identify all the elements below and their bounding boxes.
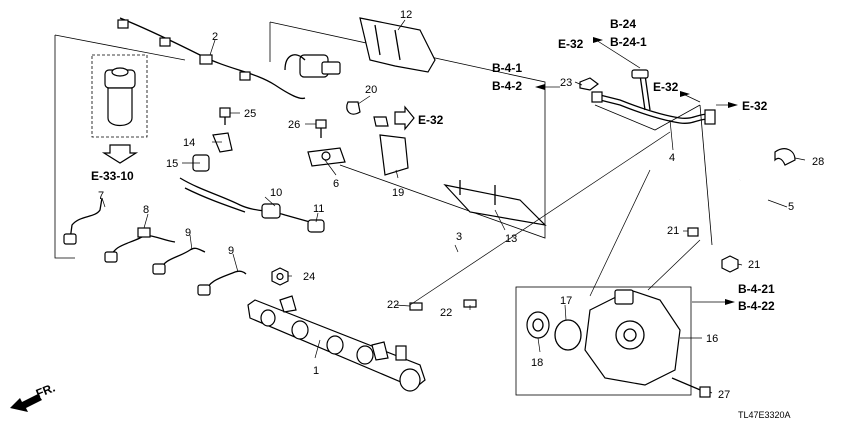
callout-1: 1 bbox=[313, 365, 319, 377]
callout-18: 18 bbox=[531, 357, 543, 369]
b4-arrow bbox=[535, 84, 545, 90]
ref-b4-2: B-4-2 bbox=[492, 79, 522, 93]
callout-28: 28 bbox=[812, 156, 824, 168]
callout-3: 3 bbox=[456, 231, 462, 243]
callout-22b: 22 bbox=[440, 307, 452, 319]
detail-injector bbox=[91, 54, 148, 164]
e32-outline-arrow bbox=[394, 105, 415, 131]
ref-e32-b: E-32 bbox=[558, 37, 584, 51]
callout-6: 6 bbox=[333, 178, 339, 190]
reference-arrows bbox=[394, 37, 738, 305]
part-24-nut bbox=[271, 267, 289, 286]
part-1-fuel-rail bbox=[247, 295, 426, 392]
callout-26: 26 bbox=[288, 119, 300, 131]
callout-14: 14 bbox=[183, 137, 195, 149]
callout-20: 20 bbox=[365, 84, 377, 96]
part-4-fuel-pipe bbox=[579, 69, 716, 125]
callout-9b: 9 bbox=[228, 245, 234, 257]
diagram-code: TL47E3320A bbox=[738, 410, 791, 420]
callout-16: 16 bbox=[706, 333, 718, 345]
ref-e33-10: E-33-10 bbox=[91, 169, 134, 183]
callout-22a: 22 bbox=[387, 299, 399, 311]
callout-17: 17 bbox=[560, 295, 572, 307]
part-10-11 bbox=[179, 177, 325, 233]
callout-9a: 9 bbox=[185, 227, 191, 239]
callout-10: 10 bbox=[270, 187, 282, 199]
part-5-28-21 bbox=[687, 148, 796, 273]
callout-5: 5 bbox=[788, 201, 794, 213]
part-3-hose bbox=[409, 246, 488, 311]
front-arrow bbox=[10, 394, 42, 412]
ref-b4-21: B-4-21 bbox=[738, 282, 775, 296]
ref-b4-22: B-4-22 bbox=[738, 299, 775, 313]
callout-11: 11 bbox=[313, 203, 324, 215]
callout-24: 24 bbox=[303, 271, 315, 283]
callout-23: 23 bbox=[560, 77, 572, 89]
ref-e32-c: E-32 bbox=[653, 80, 679, 94]
ref-b4-1: B-4-1 bbox=[492, 61, 522, 75]
callout-12: 12 bbox=[400, 9, 412, 21]
part-16-pump bbox=[526, 289, 711, 398]
small-parts bbox=[192, 107, 346, 172]
part-2-harness bbox=[117, 17, 341, 100]
callout-15: 15 bbox=[166, 158, 178, 170]
reference-labels: E-33-10 B-4-1 B-4-2 E-32 E-32 E-32 E-32 … bbox=[34, 17, 791, 420]
callout-21b: 21 bbox=[748, 259, 760, 271]
bracket-parts bbox=[346, 17, 547, 226]
ref-b24-1: B-24-1 bbox=[610, 35, 647, 49]
callout-labels: 1 2 3 4 5 6 7 8 9 9 10 11 12 13 14 15 16… bbox=[98, 9, 824, 401]
callout-4: 4 bbox=[669, 152, 675, 164]
callout-7: 7 bbox=[98, 190, 104, 202]
ref-e32-a: E-32 bbox=[418, 113, 444, 127]
callout-19: 19 bbox=[392, 187, 404, 199]
callout-25: 25 bbox=[244, 108, 256, 120]
ref-b24: B-24 bbox=[610, 17, 636, 31]
callout-2: 2 bbox=[212, 31, 218, 43]
callout-8: 8 bbox=[143, 204, 149, 216]
ref-e32-d: E-32 bbox=[742, 99, 768, 113]
callout-27: 27 bbox=[718, 389, 730, 401]
leader-lines bbox=[101, 19, 806, 394]
callout-13: 13 bbox=[505, 233, 517, 245]
part-7-8-9-leads bbox=[63, 197, 247, 296]
callout-21a: 21 bbox=[667, 225, 679, 237]
front-label: FR. bbox=[34, 381, 57, 401]
